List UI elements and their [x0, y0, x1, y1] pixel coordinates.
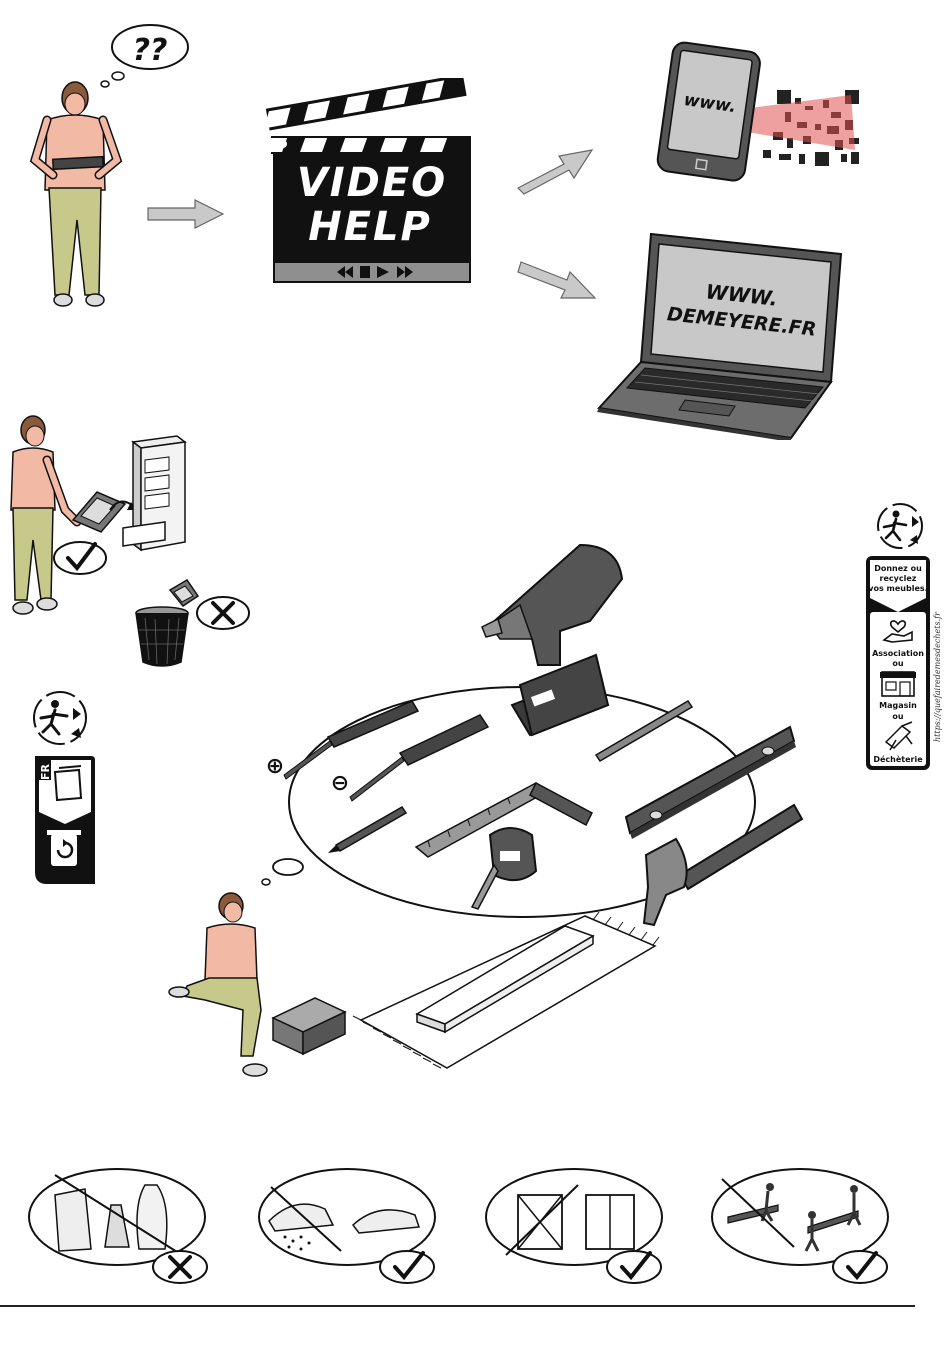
question-thought-icon: ??: [101, 25, 188, 87]
recycle-info-panel: Donnez ou recyclez vos meubles. Associat…: [862, 500, 942, 775]
panel-heading-line2: recyclez: [880, 574, 917, 583]
panel-sep1: ou: [892, 659, 903, 668]
minus-symbol: ⊖: [331, 771, 349, 796]
triman-recycle-icon: FR: [25, 688, 105, 888]
arrow-right-icon: [145, 198, 227, 230]
checkmark-icon: [607, 1251, 661, 1283]
checkmark-icon: [833, 1251, 887, 1283]
packaging-parts: [273, 998, 345, 1054]
thought-text: ??: [133, 33, 168, 68]
triman-recycle-icon: [878, 504, 922, 548]
two-person-assembly-icon: [708, 1165, 893, 1285]
tools-required-illustration: ⊕ ⊖: [160, 535, 810, 935]
arrow-right-icon: [512, 142, 597, 198]
panel-heading-line1: Donnez ou: [874, 564, 922, 573]
panel-sep2: ou: [892, 712, 903, 721]
plus-symbol: ⊕: [266, 754, 284, 779]
panel-option-decheterie: Déchèterie: [873, 754, 923, 764]
panel-heading-line3: vos meubles.: [868, 584, 927, 593]
footer-divider: [0, 1305, 915, 1307]
video-clapperboard-icon[interactable]: VIDEO HELP: [265, 78, 480, 288]
laptop-icon[interactable]: WWW. DEMEYERE.FR: [595, 230, 855, 440]
confused-person-illustration: ??: [25, 20, 215, 320]
panel-url: https://quefairedemesdechets.fr: [933, 611, 942, 742]
panel-option-association: Association: [872, 649, 924, 658]
clapper-line2: HELP: [308, 204, 432, 250]
clapper-line1: VIDEO: [297, 160, 447, 206]
panel-option-magasin: Magasin: [879, 701, 917, 710]
smartphone-qr-icon[interactable]: www.: [655, 40, 870, 190]
dry-cloth-icon: [255, 1165, 440, 1285]
assembly-workspace-illustration: [165, 890, 665, 1085]
checkmark-icon: [54, 542, 106, 574]
drawer-cabinet: [123, 436, 185, 550]
triman-country: FR: [39, 763, 52, 780]
checkmark-icon: [380, 1251, 434, 1283]
keep-manual-icon: [73, 492, 137, 532]
arrow-right-icon: [515, 252, 600, 304]
no-chemicals-icon: [25, 1165, 210, 1285]
wall-fix-icon: [482, 1165, 667, 1285]
cross-icon: [153, 1251, 207, 1283]
